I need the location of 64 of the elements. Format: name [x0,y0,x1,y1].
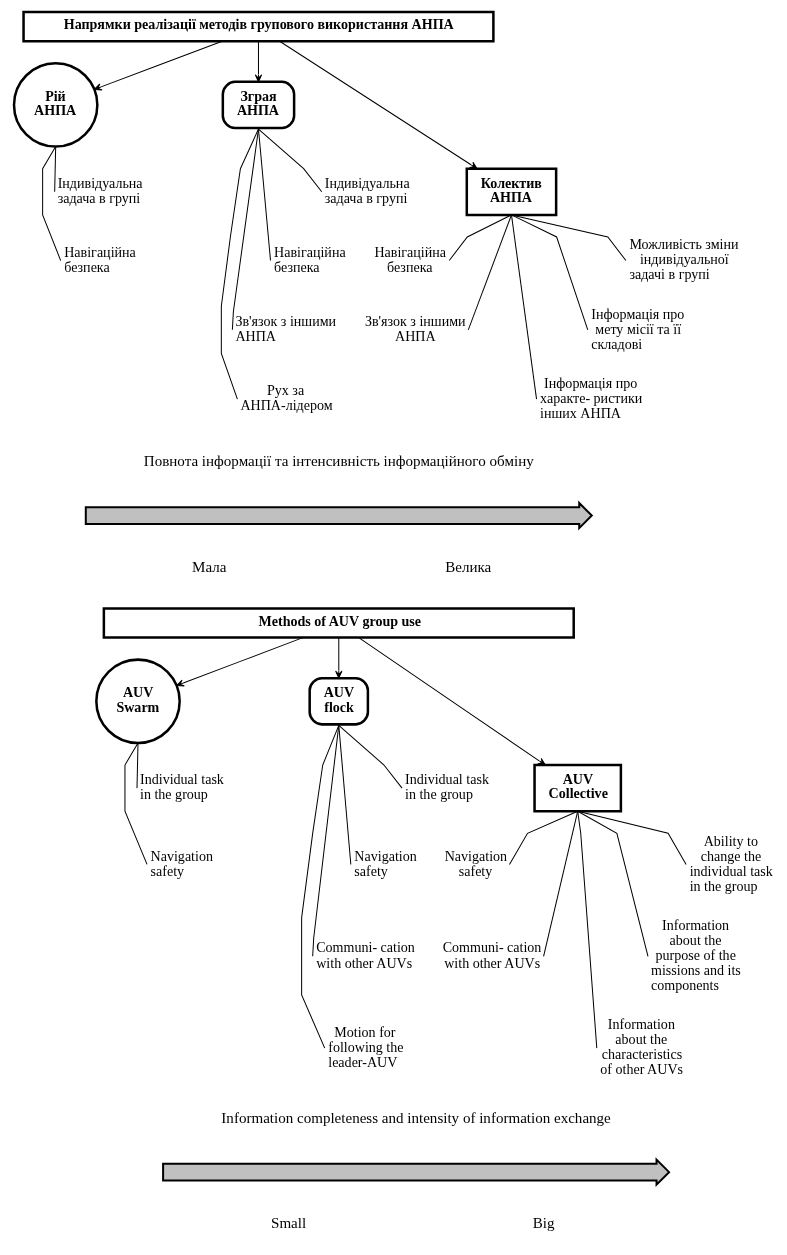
node-box: Напрямки реалізації методів групового використання АНПА [22,10,495,43]
label: Big [532,1215,555,1232]
node-text: Рух за АНПА-лідером [240,382,333,414]
arrow [93,40,223,91]
connector [577,810,649,957]
connector [467,214,512,331]
connector [448,214,512,262]
node-text: Інформація про мету місії та її складові [591,305,685,352]
node-box: AUV flock [308,676,370,726]
arrow [254,40,263,83]
node-text: Індивідуальна задача в групі [324,174,410,207]
connector [301,724,340,1049]
connector [510,214,627,262]
node-box: Methods of AUV group use [102,607,575,639]
connector [508,810,579,865]
node-text: Можливість зміни індивідуальної задачі в групі [629,236,739,283]
arrow [335,637,343,679]
node-text: Information about the characteristics of other AUVs [600,1016,684,1078]
node-text: Individual task in the group [140,771,224,803]
node-text: Ability to change the individual task in the group [689,832,773,894]
node-text: Navigation safety [444,847,508,879]
arrow [358,637,546,766]
node-box: Зграя АНПА [221,80,296,130]
label: Повнота інформації та інтенсивність інформаційного обміну [143,453,534,470]
arrow [279,40,478,170]
node-text: Навігаційна безпека [274,243,346,275]
node-text: Зв'язок з іншими АНПА [364,313,466,345]
node-text: Communi- cation with other AUVs [316,939,415,971]
connector [257,128,323,193]
node-text: Communi- cation with other AUVs [442,939,542,971]
node-text: Інформація про характе- ристики інших АНПА [540,374,643,421]
label: Small [271,1215,307,1232]
connector [510,214,538,400]
node-text: Навігаційна безпека [64,243,136,275]
connector [338,724,403,789]
node-arrow [84,500,594,531]
connector [220,128,259,400]
node-text: Індивідуальна задача в групі [57,174,143,207]
node-circle: AUV Swarm [95,658,181,745]
connector [338,724,352,865]
label: Мала [192,558,227,575]
node-text: Individual task in the group [405,771,489,803]
label: Information completeness and intensity of information exchange [221,1109,611,1126]
connector [231,128,259,331]
node-text: Зв'язок з іншими АНПА [235,313,337,345]
node-arrow [162,1157,671,1188]
node-circle: Рій АНПА [12,62,99,148]
arrow [176,637,304,687]
node-text: Motion for following the leader-AUV [328,1023,404,1070]
connector [42,146,62,262]
node-box: Колектив АНПА [465,167,558,217]
connector [577,810,687,865]
connector [124,742,148,865]
connector [54,146,57,193]
node-text: Навігаційна безпека [374,243,447,275]
connector [136,742,139,789]
connector [543,810,579,957]
node-box: AUV Collective [533,763,623,813]
label: Велика [445,558,492,575]
node-text: Navigation safety [150,847,213,879]
node-text: Navigation safety [354,847,417,879]
connector [577,810,598,1049]
connector [510,214,589,331]
node-text: Information about the purpose of the missions and its components [651,916,741,994]
